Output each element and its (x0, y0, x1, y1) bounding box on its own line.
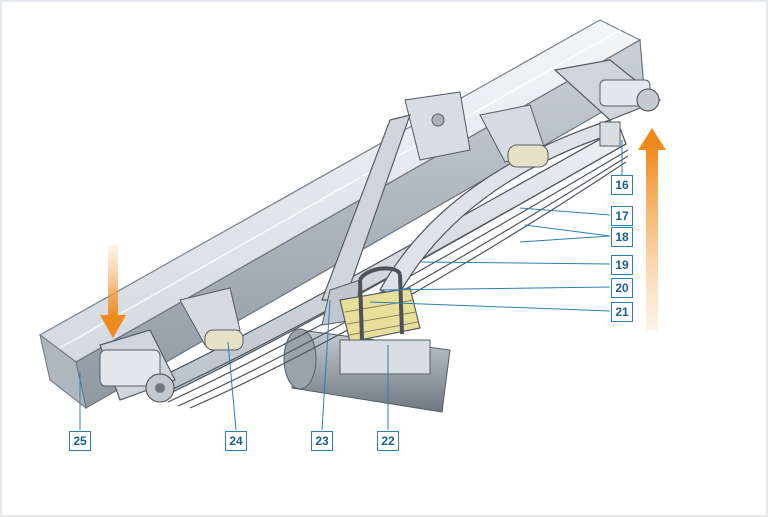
callout-20: 20 (611, 278, 633, 298)
load-arrow-down (100, 245, 126, 338)
bump-stop-front (179, 287, 244, 351)
callout-23: 23 (311, 431, 333, 451)
load-arrow-up (638, 128, 666, 330)
callout-17: 17 (611, 206, 633, 226)
bump-stop-rear (479, 104, 549, 168)
callout-19: 19 (611, 255, 633, 275)
spring-pad (339, 266, 431, 375)
callout-25: 25 (69, 431, 91, 451)
shock-mount (404, 91, 471, 161)
leader-23 (321, 299, 331, 431)
leader-20 (379, 286, 611, 291)
leader-24 (227, 341, 237, 431)
leader-19 (419, 261, 611, 265)
leader-lines (79, 140, 623, 431)
rear-shackle (553, 59, 662, 147)
callout-22: 22 (377, 431, 399, 451)
callout-21: 21 (611, 302, 633, 322)
callout-24: 24 (225, 431, 247, 451)
leader-18a (524, 224, 611, 237)
front-bracket (99, 329, 176, 403)
callout-18: 18 (611, 227, 633, 247)
callout-16: 16 (611, 175, 633, 195)
leader-21 (369, 301, 611, 312)
leader-18b (519, 235, 611, 243)
leader-17 (519, 207, 611, 216)
